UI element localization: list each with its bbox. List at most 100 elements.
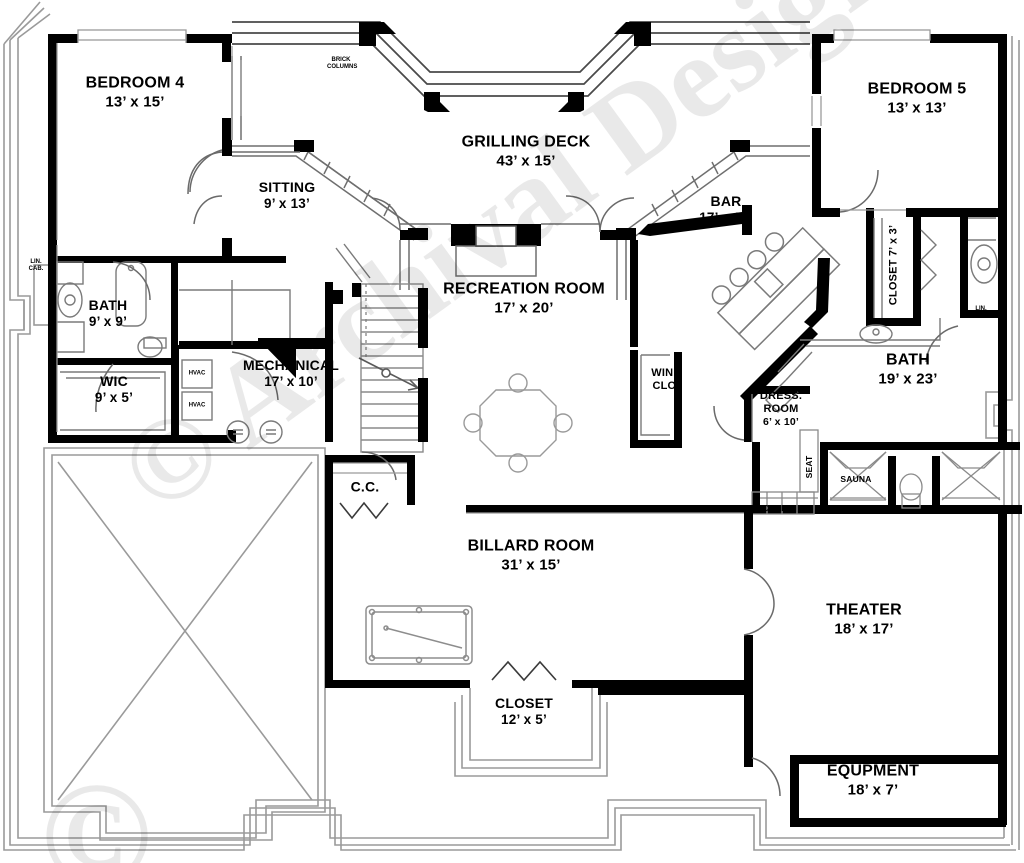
room-label-billard-room: BILLARD ROOM 31’ x 15’ xyxy=(468,538,595,575)
room-label-closet-bottom: CLOSET 12’ x 5’ xyxy=(495,695,553,727)
room-dim-dress-room: 6’ x 10’ xyxy=(762,415,800,428)
room-label-dress-room: DRESS. ROOM 6’ x 10’ xyxy=(753,390,809,428)
room-label-bar: BAR 17’ x 19’ xyxy=(699,193,753,225)
dress-room-thin xyxy=(751,379,799,442)
exterior-thin-outlines xyxy=(3,1,1016,851)
room-name-dress-room: DRESS. ROOM xyxy=(759,389,803,415)
billard-closet xyxy=(454,688,608,777)
cc-door-symbol xyxy=(339,501,389,520)
room-name-bedroom4: BEDROOM 4 xyxy=(85,74,185,92)
room-name-mechanical: MECHANICAL xyxy=(242,356,340,373)
dress-room-walls xyxy=(744,386,810,442)
thin-wall-details xyxy=(56,29,931,514)
label-brick-columns-text: BRICK COLUMNS xyxy=(327,56,358,70)
stair-rail-angled xyxy=(335,243,371,283)
bar-walls xyxy=(638,205,752,236)
label-closet-bedroom5: CLOSET 7’ x 3’ xyxy=(888,220,901,310)
room-dim-bath-right: 19’ x 23’ xyxy=(878,370,938,388)
label-hvac-lower: HVAC xyxy=(189,402,206,409)
bath1-fixtures xyxy=(56,261,167,431)
label-seat-vertical-text: SEAT xyxy=(803,455,814,479)
label-lockers-text: LOCKERS xyxy=(750,502,794,513)
room-dim-equipment: 18’ x 7’ xyxy=(847,781,899,799)
room-dim-grilling-deck: 43’ x 15’ xyxy=(496,152,556,170)
room-label-bath-left: BATH 9’ x 9’ xyxy=(89,297,128,329)
wine-closet-shelving xyxy=(640,354,670,436)
room-dim-recreation-room: 17’ x 20’ xyxy=(494,299,554,317)
label-closet-bedroom5-text: CLOSET 7’ x 3’ xyxy=(887,224,900,306)
room-label-grilling-deck: GRILLING DECK 43’ x 15’ xyxy=(462,134,591,171)
room-dim-bedroom5: 13’ x 13’ xyxy=(887,99,947,117)
room-name-bedroom5: BEDROOM 5 xyxy=(867,80,967,98)
room-name-bar: BAR xyxy=(710,192,742,209)
label-sauna-text: SAUNA xyxy=(840,473,872,484)
room-name-billard-room: BILLARD ROOM xyxy=(467,537,595,555)
bar-bath-diagonal-wall xyxy=(740,258,830,404)
room-label-recreation-room: RECREATION ROOM 17’ x 20’ xyxy=(439,281,609,318)
room-name-bath-right: BATH xyxy=(885,351,931,369)
label-wine-closet-text: WINE CLO. xyxy=(651,367,681,392)
label-cc: C.C. xyxy=(351,479,380,496)
room-name-grilling-deck: GRILLING DECK xyxy=(461,133,591,151)
sauna-shower-thin xyxy=(751,429,1001,515)
theater-walls xyxy=(466,505,1007,827)
room-name-recreation-room: RECREATION ROOM xyxy=(443,280,605,298)
mechanical-fixtures xyxy=(179,280,291,444)
room-dim-closet-bottom: 12’ x 5’ xyxy=(501,711,547,727)
room-name-wic: WIC xyxy=(100,372,128,389)
label-lin-cab-right: LIN. CAB. xyxy=(971,306,991,320)
bedroom5-walls xyxy=(812,34,1007,444)
label-lockers: LOCKERS xyxy=(751,503,794,513)
sauna-shower-block xyxy=(752,442,1022,514)
label-seat-right-text: SEAT xyxy=(943,502,967,513)
label-sauna: SAUNA xyxy=(840,474,871,484)
billiard-table xyxy=(365,605,473,665)
mechanical-right-wall-block xyxy=(258,282,333,349)
label-lin-cab-left: LIN. CAB. xyxy=(26,259,46,273)
label-seat-right: SEAT xyxy=(944,503,967,513)
label-cc-text: C.C. xyxy=(350,478,380,495)
room-dim-bath-left: 9’ x 9’ xyxy=(88,313,128,329)
label-hvac-upper-text: HVAC xyxy=(188,370,206,377)
room-label-bedroom5: BEDROOM 5 13’ x 13’ xyxy=(868,81,967,118)
room-dim-mechanical: 17’ x 10’ xyxy=(264,373,318,389)
room-dim-sitting: 9’ x 13’ xyxy=(264,195,310,211)
label-seat-vertical: SEAT xyxy=(804,456,814,479)
stair-direction-arrow xyxy=(358,357,420,391)
sitting-room-walls xyxy=(222,140,232,260)
label-hvac-lower-text: HVAC xyxy=(188,402,206,409)
label-seat-left: SEAT xyxy=(844,503,867,513)
label-wine-closet: WINE CLO. xyxy=(643,367,689,393)
bedroom5-closet-thin xyxy=(873,217,996,318)
recreation-table xyxy=(463,373,573,473)
staircase xyxy=(360,283,424,453)
stair-jamb-blocks xyxy=(333,283,428,442)
room-dim-bar: 17’ x 19’ xyxy=(699,209,753,225)
bar-counter xyxy=(711,226,841,351)
label-seat-left-text: SEAT xyxy=(843,502,867,513)
crawl-space-area xyxy=(43,447,326,841)
label-brick-columns: BRICK COLUMNS xyxy=(327,56,358,71)
room-name-sitting: SITTING xyxy=(258,178,316,195)
deck-brick-columns xyxy=(359,22,651,112)
label-lin-cab-right-text: LIN. CAB. xyxy=(973,305,989,319)
bath2-fixtures xyxy=(777,244,998,381)
room-dim-wic: 9’ x 5’ xyxy=(94,389,134,405)
room-label-bedroom4: BEDROOM 4 13’ x 15’ xyxy=(86,75,185,112)
label-hvac-upper: HVAC xyxy=(189,370,206,377)
room-name-closet-bottom: CLOSET xyxy=(495,694,553,711)
recreation-room-walls xyxy=(400,224,682,448)
door-swings xyxy=(95,149,959,797)
sitting-thin xyxy=(231,56,300,153)
room-label-bath-right: BATH 19’ x 23’ xyxy=(878,352,937,389)
grilling-deck-outline xyxy=(232,21,810,97)
room-name-theater: THEATER xyxy=(826,601,902,619)
room-label-mechanical: MECHANICAL 17’ x 10’ xyxy=(243,357,339,389)
room-label-wic: WIC 9’ x 5’ xyxy=(95,373,133,405)
label-lin-cab-left-text: LIN. CAB. xyxy=(28,258,44,272)
room-label-theater: THEATER 18’ x 17’ xyxy=(826,602,902,639)
room-name-equipment: EQUPMENT xyxy=(826,762,920,780)
room-name-bath-left: BATH xyxy=(88,296,128,313)
